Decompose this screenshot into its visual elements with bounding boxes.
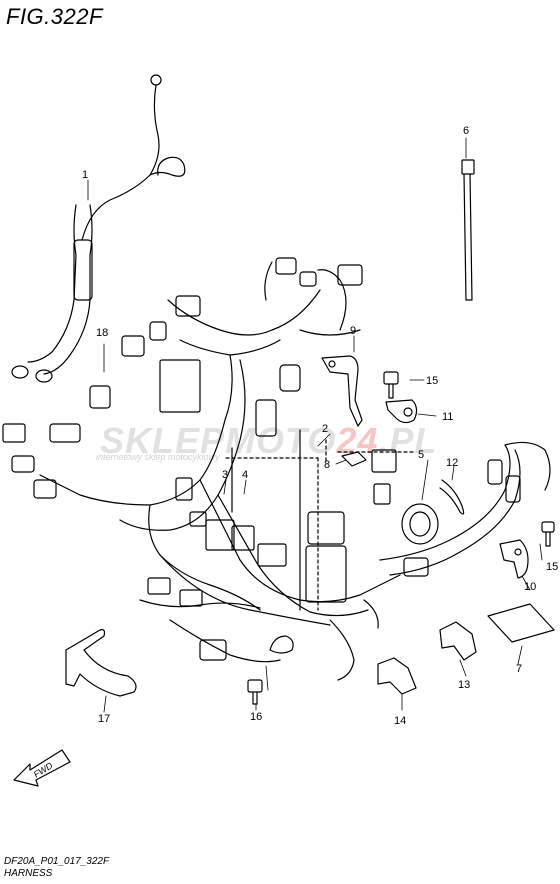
- right-branch: [379, 441, 551, 576]
- figure-title: FIG.322F: [6, 4, 103, 29]
- callout-15-lower: 15: [546, 561, 558, 573]
- figure-name: HARNESS: [4, 868, 53, 879]
- lower-harness: [269, 599, 379, 681]
- part-11-clamp: [385, 399, 418, 424]
- part-8-cap: [341, 449, 397, 473]
- part-6-cable-tie: [461, 159, 475, 301]
- callout-6: 6: [463, 125, 469, 137]
- callout-3: 3: [222, 469, 228, 481]
- part-13-clamp: [439, 621, 477, 661]
- callout-10: 10: [524, 581, 536, 593]
- callout-18: 18: [96, 327, 108, 339]
- part-14-clamp: [377, 657, 417, 695]
- callout-9: 9: [350, 325, 356, 337]
- callout-1: 1: [82, 169, 88, 181]
- part-5-buzzer: [401, 503, 439, 545]
- callout-13: 13: [458, 679, 470, 691]
- part-10-bracket: [499, 539, 529, 579]
- figure-code: DF20A_P01_017_322F: [4, 856, 110, 867]
- dashed-guides: [225, 439, 417, 611]
- main-harness-trunk: [39, 261, 401, 663]
- part-7-sheet: [487, 603, 555, 643]
- part-1-battery-cable: [11, 74, 186, 383]
- part-16-bolt: [247, 679, 263, 705]
- part-17-bracket: [65, 629, 137, 697]
- callout-5: 5: [418, 449, 424, 461]
- leader-lines: [87, 137, 543, 713]
- callout-8: 8: [324, 459, 330, 471]
- callout-2: 2: [322, 423, 328, 435]
- callout-7: 7: [516, 663, 522, 675]
- part-15-bolt: [383, 371, 555, 547]
- callout-11: 11: [442, 411, 453, 423]
- watermark-subtitle: internetowy sklep motocyklowy: [96, 452, 220, 462]
- part-9-bracket: [321, 355, 363, 427]
- fwd-arrow: [13, 749, 71, 787]
- callout-12: 12: [446, 457, 458, 469]
- callout-16: 16: [250, 711, 262, 723]
- callout-17: 17: [98, 713, 110, 725]
- watermark: SKLEPMOTO24.PL: [100, 420, 438, 461]
- callout-14: 14: [394, 715, 406, 727]
- connectors: [2, 257, 429, 661]
- callout-15-upper: 15: [426, 375, 438, 387]
- part-12-band: [439, 479, 465, 515]
- callout-4: 4: [242, 469, 248, 481]
